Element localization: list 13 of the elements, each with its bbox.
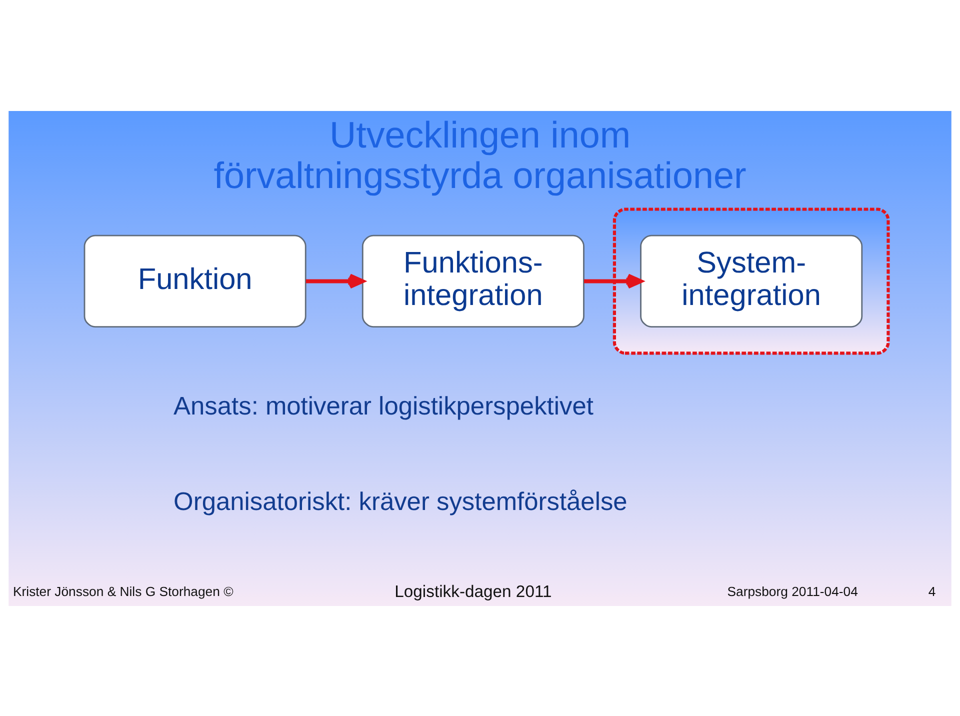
label: Logistikk-dagen 2011 bbox=[394, 581, 552, 600]
cluster bbox=[612, 207, 890, 354]
node-box: System- integration bbox=[640, 234, 863, 328]
label: Krister Jönsson & Nils G Storhagen © bbox=[13, 583, 234, 598]
node-box: Funktion bbox=[84, 234, 306, 328]
label: 4 bbox=[928, 583, 936, 598]
node-box: Funktions- integration bbox=[362, 234, 584, 328]
arrow bbox=[306, 273, 364, 288]
diagram-title: Utvecklingen inom förvaltningsstyrda organisationer bbox=[214, 114, 746, 196]
label: Sarpsborg 2011-04-04 bbox=[727, 583, 858, 598]
label: Organisatoriskt: kräver systemförståelse bbox=[174, 487, 628, 516]
arrow bbox=[584, 273, 643, 288]
label: Ansats: motiverar logistikperspektivet bbox=[174, 392, 594, 420]
